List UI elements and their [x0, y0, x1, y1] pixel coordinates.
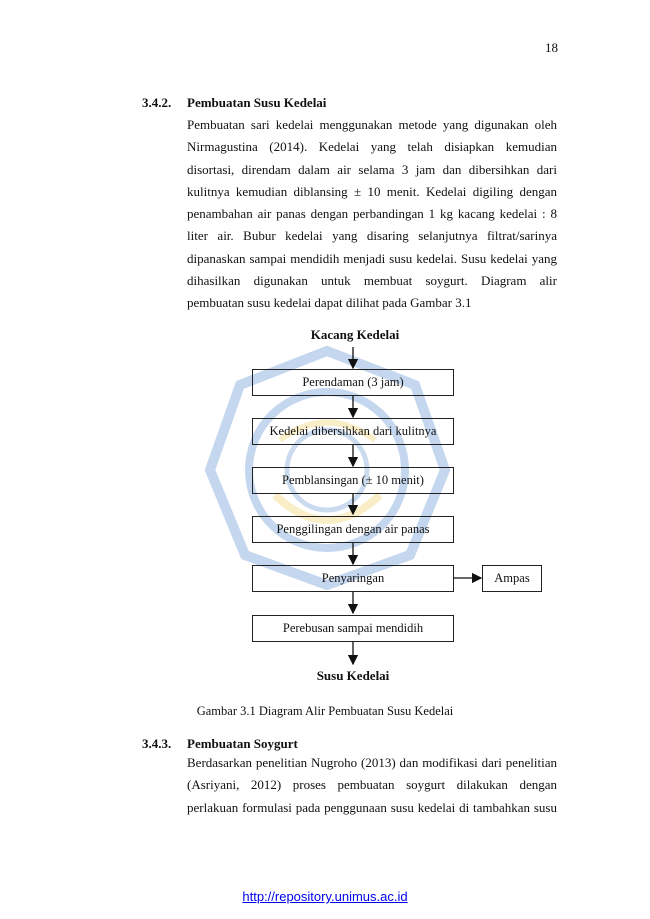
figure-caption: Gambar 3.1 Diagram Alir Pembuatan Susu K…: [196, 704, 454, 718]
flow-step-5: Penyaringan: [252, 565, 454, 592]
flow-step-1: Perendaman (3 jam): [252, 369, 454, 396]
paragraph-line: perlakuan formulasi pada penggunaan susu…: [187, 799, 557, 815]
flow-step-4: Penggilingan dengan air panas: [252, 516, 454, 543]
section-title: Pembuatan Soygurt: [187, 736, 298, 751]
flow-side-output: Ampas: [482, 565, 542, 592]
section-paragraph: Pembuatan sari kedelai menggunakan metod…: [187, 117, 557, 311]
repository-link[interactable]: http://repository.unimus.ac.id: [242, 889, 408, 904]
section-heading-3-4-3: 3.4.3. Pembuatan Soygurt: [142, 736, 298, 752]
page-number: 18: [545, 40, 558, 55]
flow-step-6: Perebusan sampai mendidih: [252, 615, 454, 642]
section-heading-3-4-2: 3.4.2. Pembuatan Susu Kedelai: [142, 95, 326, 111]
section-number: 3.4.3.: [142, 736, 172, 751]
flow-step-2: Kedelai dibersihkan dari kulitnya: [252, 418, 454, 445]
paragraph-line: (Asriyani, 2012) proses pembuatan soygur…: [187, 777, 557, 793]
flow-end: Susu Kedelai: [316, 668, 390, 683]
flow-step-3: Pemblansingan (± 10 menit): [252, 467, 454, 494]
paragraph-line: Berdasarkan penelitian Nugroho (2013) da…: [187, 755, 557, 770]
university-seal-watermark: [205, 345, 450, 590]
flow-start: Kacang Kedelai: [310, 327, 400, 342]
section-title: Pembuatan Susu Kedelai: [187, 95, 327, 110]
section-paragraph-2: Berdasarkan penelitian Nugroho (2013) da…: [187, 752, 557, 819]
section-number: 3.4.2.: [142, 95, 172, 110]
